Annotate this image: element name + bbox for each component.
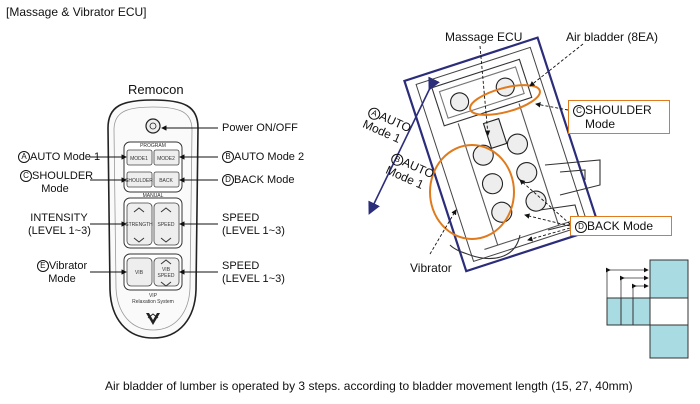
massage-ecu-label: Massage ECU: [445, 30, 523, 44]
bladder-step-diagram: [606, 259, 689, 359]
btn-vib-text: VIB: [135, 270, 144, 276]
remote-control: [107, 99, 199, 339]
btn-mode2-text: MODE2: [157, 156, 175, 162]
btn-manual-text: MANUAL: [143, 193, 164, 199]
marker-b-icon: B: [222, 151, 234, 164]
speed1-label: SPEED (LEVEL 1~3): [222, 212, 285, 238]
shoulder-text-2: Mode: [41, 183, 69, 195]
intensity-text-2: (LEVEL 1~3): [28, 225, 91, 237]
brand-text-2: Relaxation System: [132, 299, 174, 305]
vibrator-text-1: Vibrator: [48, 260, 88, 272]
intensity-label: INTENSITY (LEVEL 1~3): [28, 212, 91, 238]
back-text: BACK Mode: [234, 174, 295, 186]
power-button-drawing: [145, 118, 161, 134]
vibrator-text-2: Mode: [48, 273, 76, 285]
remote-pointers: [90, 125, 218, 275]
seat-marker-d-icon: D: [575, 220, 587, 233]
intensity-text-1: INTENSITY: [30, 212, 88, 224]
speed2-text-1: SPEED: [222, 260, 260, 272]
marker-c-icon: C: [20, 170, 32, 183]
seat-shoulder-text-2: Mode: [585, 117, 616, 131]
remote-heading: Remocon: [128, 82, 184, 97]
speed1-text-2: (LEVEL 1~3): [222, 225, 285, 237]
back-highlight: [429, 144, 515, 240]
btn-strength-text: STRENGTH: [125, 222, 153, 228]
power-label: Power ON/OFF: [222, 122, 298, 134]
brand-logo: [146, 313, 160, 325]
auto2-text: AUTO Mode 2: [234, 151, 305, 163]
vibrator-label-seat: Vibrator: [410, 261, 452, 275]
seat-marker-c-icon: C: [573, 104, 585, 117]
seat-pointers: [429, 43, 584, 255]
btn-shoulder-text: SHOULDER: [125, 178, 153, 184]
page-title: [Massage & Vibrator ECU]: [6, 5, 147, 19]
btn-mode1-text: MODE1: [130, 156, 148, 162]
btn-back-text: BACK: [159, 178, 173, 184]
shoulder-highlight: [469, 84, 541, 116]
speed2-label: SPEED (LEVEL 1~3): [222, 260, 285, 286]
speed2-text-2: (LEVEL 1~3): [222, 273, 285, 285]
brand-text-1: VIP: [149, 293, 158, 299]
seat-back-text: BACK Mode: [587, 219, 654, 233]
btn-vib-speed-text-2: SPEED: [158, 273, 175, 279]
marker-a-icon: A: [18, 151, 30, 164]
air-bladder-label: Air bladder (8EA): [566, 30, 659, 44]
auto1-text: AUTO Mode 1: [30, 151, 101, 163]
btn-program-text: PROGRAM: [140, 143, 166, 149]
btn-speed-text: SPEED: [158, 222, 175, 228]
marker-d-icon: D: [222, 174, 234, 187]
seat-frame: [403, 36, 601, 273]
seat-shoulder-text-1: SHOULDER: [585, 103, 652, 117]
speed1-text-1: SPEED: [222, 212, 260, 224]
shoulder-text-1: SHOULDER: [32, 170, 94, 182]
marker-e-icon: E: [36, 260, 49, 273]
btn-vib-speed-text-1: VIB: [162, 267, 171, 273]
footnote: Air bladder of lumber is operated by 3 s…: [105, 379, 633, 393]
auto1-direction-arrow: [368, 76, 440, 215]
